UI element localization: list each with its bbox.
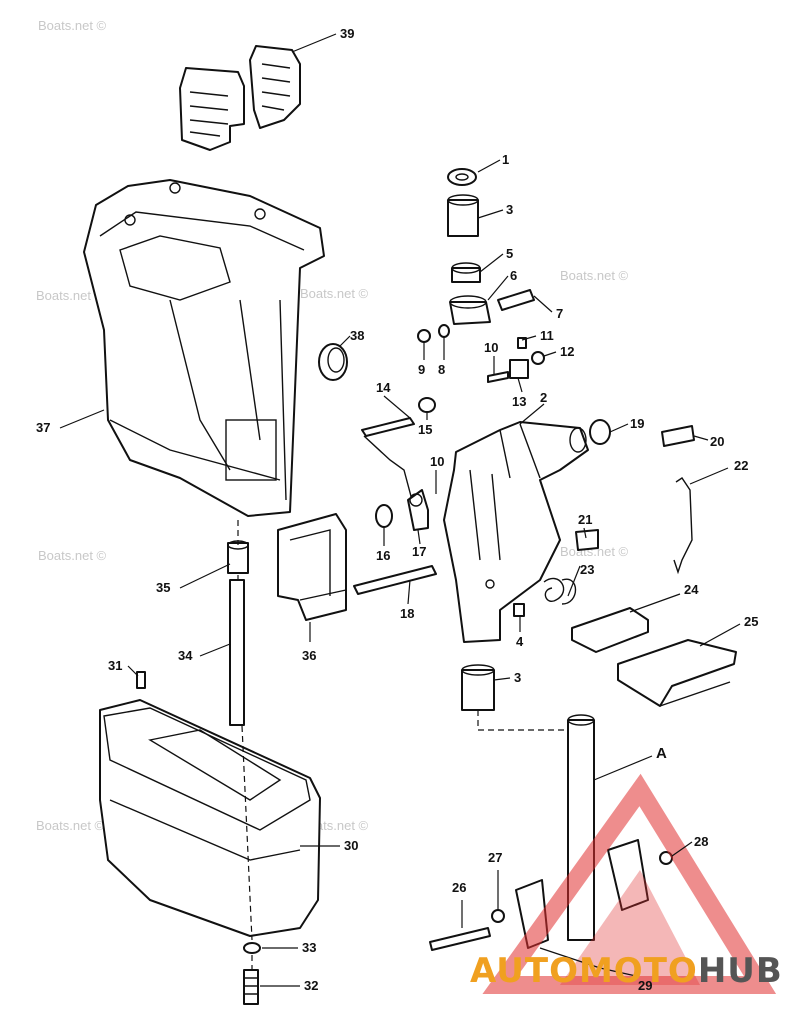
callout-11: 11 [540,328,554,343]
part-7-screw [497,289,535,311]
part-12-nut [531,351,545,365]
callout-5: 5 [506,246,513,261]
callout-26: 26 [452,880,466,895]
part-32-bolt [243,969,259,1005]
part-A-steering-tube [567,714,595,941]
callout-22: 22 [734,458,748,473]
watermark: Boats.net © [38,18,107,33]
automotohub-logo: AUTOMOTOHUB [470,951,783,991]
watermark: Boats.net © [300,286,369,301]
logo-triangle [482,773,777,994]
part-30-lower-housing [99,699,321,937]
logo-text-automoto: AUTOMOTO [470,951,698,991]
watermark: Boats.net © [38,548,107,563]
callout-13: 13 [512,394,526,409]
callout-29: 29 [638,978,652,993]
callout-32: 32 [304,978,318,993]
callout-4: 4 [516,634,524,649]
callout-36: 36 [302,648,316,663]
callout-10-lower: 10 [430,454,444,469]
callout-1: 1 [502,152,509,167]
part-3-bushing-lower [461,664,495,711]
part-5-ring [451,262,481,283]
part-8-washer [438,324,450,338]
part-17-clip [407,489,429,531]
callout-6: 6 [510,268,517,283]
part-20-decal [661,425,695,447]
callout-A: A [656,745,667,762]
callout-17: 17 [412,544,426,559]
callout-12: 12 [560,344,574,359]
callout-39: 39 [340,26,354,41]
part-22-spring [673,477,693,575]
part-6-clamp [449,295,491,325]
callouts: 1 3 5 6 7 11 12 10 9 8 13 2 14 15 19 20 … [36,26,758,993]
callout-35: 35 [156,580,170,595]
callout-3: 3 [506,202,513,217]
part-35-grommet [227,540,249,574]
watermark: Boats.net © [36,818,105,833]
part-14-link [361,417,415,501]
part-24-bracket [571,607,649,653]
callout-27: 27 [488,850,502,865]
part-27-washer [491,909,505,923]
callout-18: 18 [400,606,414,621]
callout-24: 24 [684,582,699,597]
callout-23: 23 [580,562,594,577]
part-33-washer [243,942,261,954]
part-38-plug [318,343,348,381]
logo-text-hub: HUB [698,951,783,991]
callout-3-lower: 3 [514,670,521,685]
callout-30: 30 [344,838,358,853]
part-31-pin [136,671,146,689]
callout-2: 2 [540,390,547,405]
callout-33: 33 [302,940,316,955]
callout-16: 16 [376,548,390,563]
part-11-screw [517,337,527,349]
part-13-block [509,359,529,379]
part-39-covers [179,45,301,151]
part-29-clamp [515,839,649,949]
part-21-decal [575,529,599,551]
callout-19: 19 [630,416,644,431]
part-23-spring [543,577,577,605]
callout-10-upper: 10 [484,340,498,355]
part-10-pin-upper [487,371,509,383]
part-2-swivel-bracket [443,421,589,643]
part-36-bracket [277,513,347,621]
watermark: Boats.net © [36,288,105,303]
svg-text:AUTOMOTOHUB: AUTOMOTOHUB [470,951,783,991]
part-15-retainer [418,397,436,413]
part-1-nut [447,168,477,186]
part-4-bolt [513,603,525,617]
part-18-rod [353,565,437,595]
callout-37: 37 [36,420,50,435]
callout-8: 8 [438,362,445,377]
callout-21: 21 [578,512,592,527]
part-34-tube [229,579,245,726]
callout-34: 34 [178,648,193,663]
part-25-lever [617,639,737,707]
callout-25: 25 [744,614,758,629]
callout-15: 15 [418,422,432,437]
leader-lines [59,33,741,987]
callout-7: 7 [556,306,563,321]
bushing-axis [477,710,580,731]
callout-9: 9 [418,362,425,377]
part-3-bushing-upper [447,194,479,237]
part-26-bolt [429,927,491,951]
callout-20: 20 [710,434,724,449]
part-37-driveshaft-housing [83,179,325,517]
callout-31: 31 [108,658,122,673]
callout-38: 38 [350,328,364,343]
callout-14: 14 [376,380,391,395]
part-19-washer [589,419,611,445]
part-16-washer [375,504,393,528]
callout-28: 28 [694,834,708,849]
assembly-axis [237,520,253,970]
watermark: Boats.net © [560,268,629,283]
part-9-washer [417,329,431,343]
